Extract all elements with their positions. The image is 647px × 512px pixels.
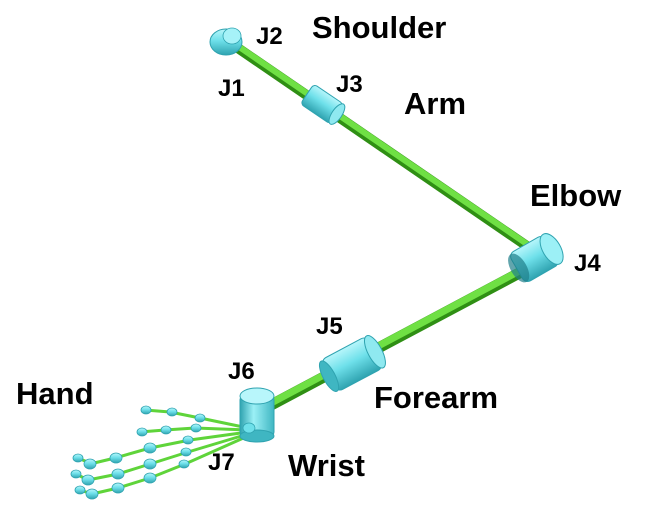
label-j4: J4 [574,250,601,277]
elbow-joint-j4 [508,233,564,283]
upper-arm-link [227,39,545,260]
label-j1: J1 [218,75,245,102]
label-j7: J7 [208,449,235,476]
forearm-joint-j5 [318,335,386,392]
label-j5: J5 [316,313,343,340]
forearm-link [252,256,546,418]
label-forearm: Forearm [374,380,498,415]
arm-joint-j3 [301,85,346,125]
label-shoulder: Shoulder [312,10,446,45]
label-j2: J2 [256,23,283,50]
hand-joints [70,405,206,500]
shoulder-joint [209,27,243,56]
label-arm: Arm [404,86,466,121]
label-elbow: Elbow [530,178,622,213]
label-j6: J6 [228,358,255,385]
label-j3: J3 [336,71,363,98]
label-hand: Hand [16,376,94,411]
wrist-joint [239,387,275,443]
label-wrist: Wrist [288,448,365,483]
